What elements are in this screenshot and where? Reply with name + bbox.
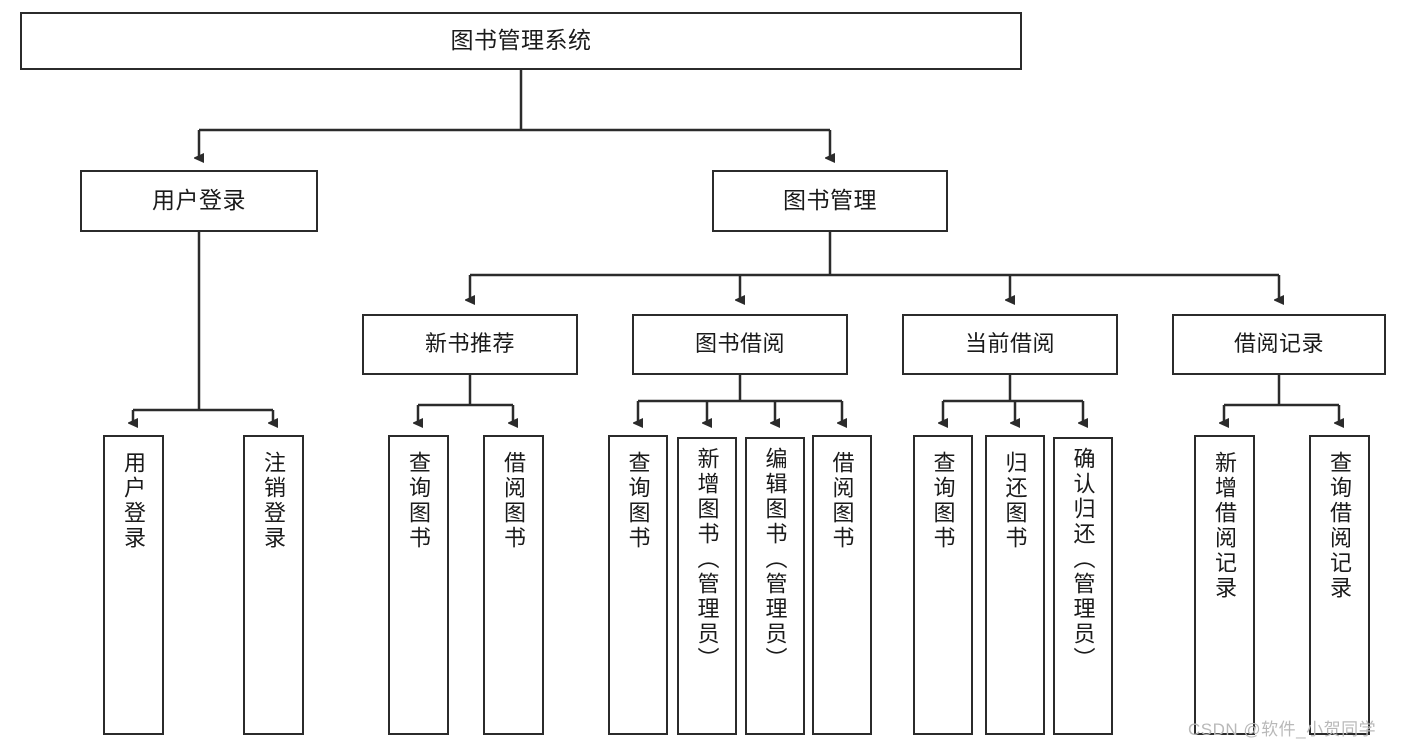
node-user-login[interactable]: 用户登录 [80,170,318,232]
node-leaf-query-book-recommend[interactable]: 查询图书 [388,435,449,735]
node-label: 借阅图书 [829,451,855,551]
node-leaf-return-book[interactable]: 归还图书 [985,435,1045,735]
node-leaf-user-login[interactable]: 用户登录 [103,435,164,735]
node-label: 查询图书 [930,451,956,551]
csdn-watermark: CSDN @软件_小贺同学 [1188,720,1377,739]
node-label: 新书推荐 [424,331,515,357]
node-label: 借阅记录 [1233,331,1324,357]
node-label: 查询图书 [406,451,432,551]
node-label: 查询图书 [625,451,651,551]
node-leaf-query-borrow-record[interactable]: 查询借阅记录 [1309,435,1370,735]
node-label: 归还图书 [1002,451,1028,551]
node-leaf-add-book-admin[interactable]: 新增图书（管理员） [677,437,737,735]
node-borrow-record[interactable]: 借阅记录 [1172,314,1386,375]
node-label: 图书管理系统 [450,27,592,54]
node-leaf-edit-book-admin[interactable]: 编辑图书（管理员） [745,437,805,735]
node-label: 编辑图书（管理员） [762,447,788,672]
node-label: 新增图书（管理员） [694,447,720,672]
node-label: 用户登录 [152,187,246,214]
node-book-management[interactable]: 图书管理 [712,170,948,232]
node-leaf-add-borrow-record[interactable]: 新增借阅记录 [1194,435,1255,735]
node-leaf-confirm-return-admin[interactable]: 确认归还（管理员） [1053,437,1113,735]
node-label: 注销登录 [261,451,287,551]
node-current-borrow[interactable]: 当前借阅 [902,314,1118,375]
node-new-book-recommend[interactable]: 新书推荐 [362,314,578,375]
node-label: 图书借阅 [694,331,785,357]
node-label: 新增借阅记录 [1212,451,1238,601]
node-leaf-borrow-book[interactable]: 借阅图书 [812,435,872,735]
node-label: 用户登录 [121,451,147,551]
node-leaf-borrow-book-recommend[interactable]: 借阅图书 [483,435,544,735]
node-label: 确认归还（管理员） [1070,447,1096,672]
node-leaf-logout[interactable]: 注销登录 [243,435,304,735]
node-label: 查询借阅记录 [1327,451,1353,601]
node-label: 当前借阅 [964,331,1055,357]
node-leaf-query-book-current[interactable]: 查询图书 [913,435,973,735]
node-book-borrow[interactable]: 图书借阅 [632,314,848,375]
node-label: 借阅图书 [501,451,527,551]
node-leaf-query-book-borrow[interactable]: 查询图书 [608,435,668,735]
node-label: 图书管理 [783,187,877,214]
node-root-system[interactable]: 图书管理系统 [20,12,1022,70]
